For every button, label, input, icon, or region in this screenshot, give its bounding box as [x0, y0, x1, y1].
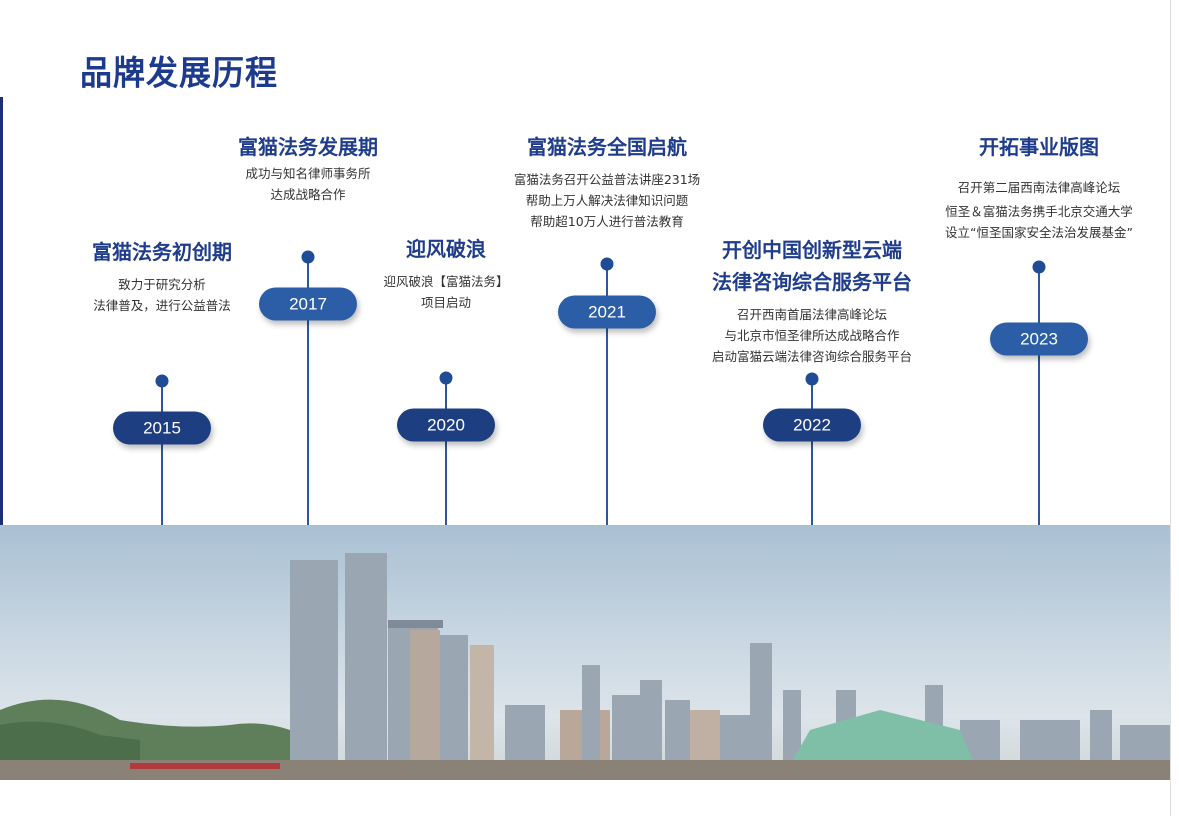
left-edge-bar — [0, 97, 3, 525]
milestone-desc: 达成战略合作 — [270, 187, 346, 202]
timeline-stem — [606, 264, 608, 525]
milestone-title: 迎风破浪 — [405, 237, 486, 261]
timeline-dot — [301, 250, 315, 264]
milestone-desc: 启动富猫云端法律咨询综合服务平台 — [711, 349, 913, 364]
milestone-title: 富猫法务全国启航 — [526, 135, 687, 159]
timeline-stem — [445, 378, 447, 525]
timeline-stem — [161, 381, 163, 525]
milestone-2023-text: 开拓事业版图 召开第二届西南法律高峰论坛 恒圣＆富猫法务携手北京交通大学 设立“… — [945, 131, 1133, 243]
year-badge-2020: 2020 — [397, 408, 495, 442]
timeline-stem — [1038, 267, 1040, 525]
milestone-2021-text: 富猫法务全国启航 富猫法务召开公益普法讲座231场 帮助上万人解决法律知识问题 … — [514, 131, 700, 232]
year-badge-2021: 2021 — [558, 295, 656, 329]
skyline-illustration — [0, 553, 1170, 780]
milestone-title-line2: 法律咨询综合服务平台 — [711, 270, 912, 294]
year-badge-2015: 2015 — [113, 411, 211, 445]
milestone-2020-text: 迎风破浪 迎风破浪【富猫法务】 项目启动 — [383, 233, 508, 313]
page-edge-line — [1170, 0, 1171, 816]
timeline-dot — [600, 257, 614, 271]
milestone-desc: 成功与知名律师事务所 — [245, 166, 371, 181]
page-title: 品牌发展历程 — [80, 53, 279, 94]
timeline-dot — [1032, 260, 1046, 274]
milestone-2015-text: 富猫法务初创期 致力于研究分析 法律普及，进行公益普法 — [92, 236, 232, 316]
timeline-dot — [805, 372, 819, 386]
milestone-desc: 迎风破浪【富猫法务】 — [383, 274, 509, 289]
milestone-desc: 帮助超10万人进行普法教育 — [530, 214, 684, 229]
timeline-stem — [811, 379, 813, 525]
milestone-desc: 富猫法务召开公益普法讲座231场 — [513, 172, 701, 187]
milestone-title: 开创中国创新型云端 — [721, 238, 902, 262]
milestone-title: 富猫法务发展期 — [238, 135, 378, 159]
timeline-dot — [439, 371, 453, 385]
milestone-desc: 项目启动 — [420, 295, 472, 310]
milestone-desc: 帮助上万人解决法律知识问题 — [525, 193, 689, 208]
milestone-title: 富猫法务初创期 — [92, 240, 232, 264]
milestone-desc: 法律普及，进行公益普法 — [93, 298, 231, 313]
year-badge-2022: 2022 — [763, 408, 861, 442]
milestone-desc: 召开第二届西南法律高峰论坛 — [957, 180, 1121, 195]
year-badge-2023: 2023 — [990, 322, 1088, 356]
milestone-2017-text: 富猫法务发展期 成功与知名律师事务所 达成战略合作 — [238, 131, 378, 205]
milestone-desc: 致力于研究分析 — [118, 277, 206, 292]
city-skyline-photo — [0, 525, 1170, 780]
milestone-2022-text: 开创中国创新型云端 法律咨询综合服务平台 召开西南首届法律高峰论坛 与北京市恒圣… — [712, 234, 912, 367]
milestone-desc: 恒圣＆富猫法务携手北京交通大学 — [945, 204, 1133, 219]
milestone-title: 开拓事业版图 — [978, 135, 1099, 159]
year-badge-2017: 2017 — [259, 287, 357, 321]
milestone-desc: 召开西南首届法律高峰论坛 — [736, 307, 888, 322]
milestone-desc: 与北京市恒圣律所达成战略合作 — [724, 328, 900, 343]
milestone-desc: 设立“恒圣国家安全法治发展基金” — [945, 225, 1133, 240]
timeline-stem — [307, 257, 309, 525]
timeline-dot — [155, 374, 169, 388]
